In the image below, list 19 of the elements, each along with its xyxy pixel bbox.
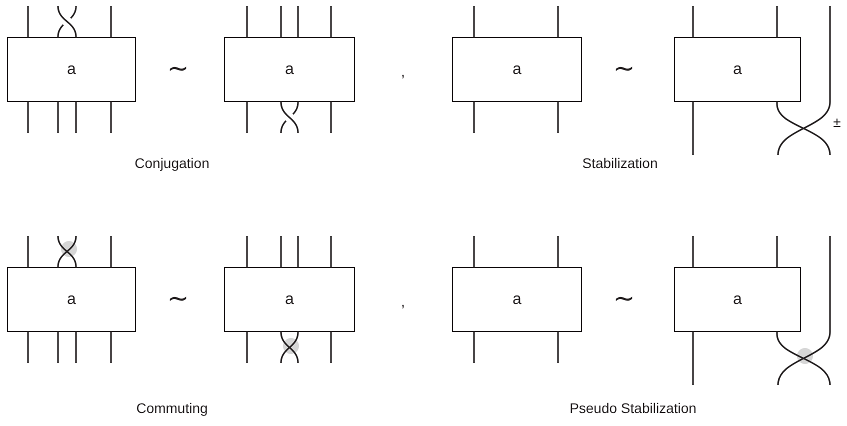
move-caption: Pseudo Stabilization [570,401,696,415]
braid-box: a [224,37,355,102]
braid-box: a [452,37,582,102]
sign-label: ± [833,115,841,129]
move-caption: Commuting [136,401,208,415]
similarity-sign: ∼ [613,56,635,82]
similarity-sign: ∼ [167,286,189,312]
comma-mark: , [400,294,406,310]
braid-box: a [7,267,136,332]
braid-box: a [674,267,801,332]
comma-mark: , [400,64,406,80]
move-caption: Stabilization [582,156,658,170]
move-caption: Conjugation [134,156,210,170]
braid-box: a [674,37,801,102]
braid-box: a [7,37,136,102]
braid-box: a [452,267,582,332]
similarity-sign: ∼ [613,286,635,312]
similarity-sign: ∼ [167,56,189,82]
braid-box: a [224,267,355,332]
